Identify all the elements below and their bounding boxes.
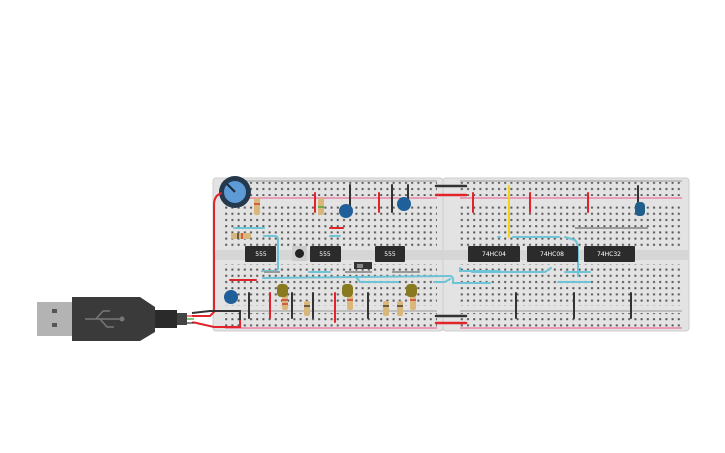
jumper-wires[interactable] <box>229 184 639 323</box>
chip-label: 74HC08 <box>540 251 564 258</box>
capacitors[interactable] <box>224 197 411 304</box>
chip-label: 555 <box>255 251 267 258</box>
chip-label: 74HC04 <box>482 251 506 258</box>
chip-label: 555 <box>384 251 396 258</box>
pushbutton-icon[interactable] <box>292 246 307 261</box>
chip-label: 555 <box>319 251 331 258</box>
chip-555-1[interactable]: 555 <box>245 246 276 262</box>
usb-plug-icon[interactable] <box>37 297 194 341</box>
chip-555-3[interactable]: 555 <box>375 246 405 262</box>
rail-bridge-wires[interactable] <box>434 184 468 325</box>
resistors[interactable] <box>231 198 416 316</box>
potentiometer-icon[interactable] <box>219 176 251 208</box>
chip-label: 74HC32 <box>597 251 621 258</box>
leds[interactable] <box>277 202 645 297</box>
chip-74hc08[interactable]: 74HC08 <box>527 246 578 262</box>
power-wires[interactable] <box>191 192 241 328</box>
chip-74hc04[interactable]: 74HC04 <box>468 246 520 262</box>
chip-555-2[interactable]: 555 <box>310 246 341 262</box>
slide-switch-icon[interactable] <box>354 262 372 269</box>
chip-74hc32[interactable]: 74HC32 <box>584 246 635 262</box>
signal-wires[interactable] <box>233 227 591 284</box>
grey-wires[interactable] <box>264 227 648 273</box>
